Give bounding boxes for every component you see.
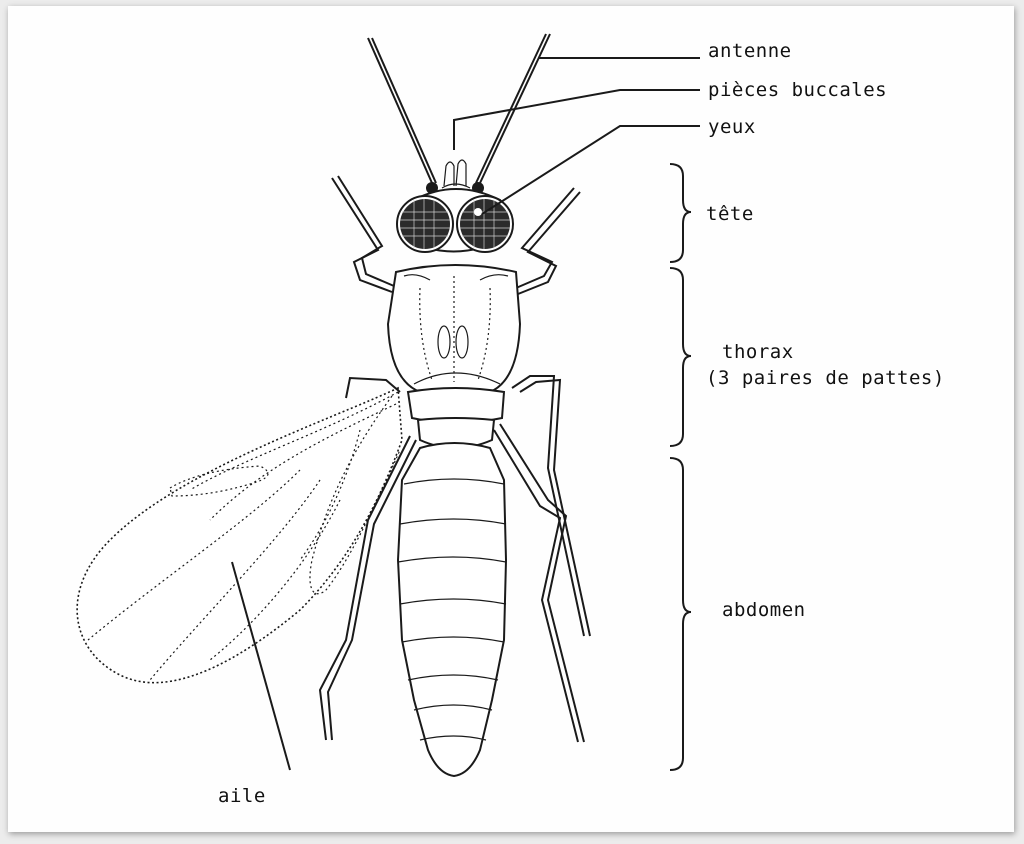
brackets	[670, 164, 691, 770]
mouthparts	[442, 160, 470, 188]
label-tete: tête	[706, 203, 754, 225]
thorax	[388, 265, 520, 448]
antennae	[368, 34, 550, 194]
label-pieces-buccales: pièces buccales	[708, 79, 887, 101]
label-thorax-note: (3 paires de pattes)	[706, 367, 945, 389]
label-abdomen: abdomen	[722, 599, 806, 621]
label-thorax: thorax	[722, 341, 794, 363]
label-yeux: yeux	[708, 116, 756, 138]
abdomen	[398, 443, 506, 776]
head	[397, 189, 513, 252]
label-antenne: antenne	[708, 40, 792, 62]
label-aile: aile	[218, 785, 266, 807]
